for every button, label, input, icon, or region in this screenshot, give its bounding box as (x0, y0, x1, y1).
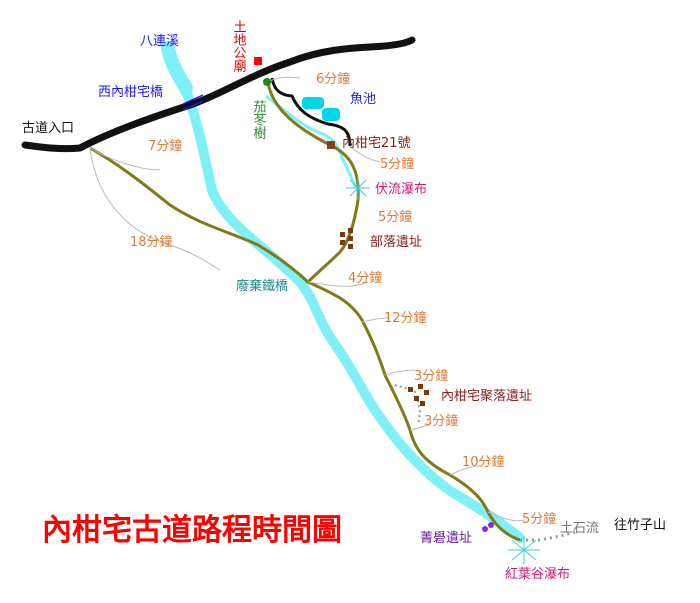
river-upper (161, 41, 193, 95)
label-house21: 內柑宅21號 (342, 136, 411, 151)
temple-marker (254, 57, 262, 65)
label-fishpond: 魚池 (350, 92, 376, 107)
label-earthflow: 土石流 (560, 521, 599, 536)
label-jingyu-ruins: 菁礐遺址 (420, 530, 472, 546)
time-label: 10分鐘 (462, 454, 505, 470)
time-label: 5分鐘 (380, 156, 414, 172)
waterfall-fuliu-icon (346, 176, 370, 200)
label-iron-bridge: 廢棄鐵橋 (236, 278, 288, 294)
house21-marker (327, 141, 335, 149)
road-spur (270, 77, 352, 147)
time-label: 3分鐘 (424, 413, 458, 429)
label-waterfall-fuliu: 伏流瀑布 (375, 182, 427, 197)
tribe-ruins-marker (340, 228, 353, 249)
time-label: 5分鐘 (522, 511, 556, 527)
time-label: 6分鐘 (316, 71, 350, 87)
label-bridge-west: 西內柑宅橋 (98, 85, 163, 100)
label-trailhead: 古道入口 (22, 121, 74, 136)
time-label: 3分鐘 (414, 368, 448, 384)
waterfall-hongye-icon (508, 536, 540, 564)
river (163, 43, 525, 543)
label-tribe-ruins: 部落遺址 (370, 235, 422, 250)
time-label: 7分鐘 (148, 138, 182, 154)
time-label: 4分鐘 (348, 270, 382, 286)
bridge-west-icon (182, 94, 204, 111)
map-title: 內柑宅古道路程時間圖 (42, 513, 342, 548)
trail-main (266, 81, 521, 542)
label-temple: 土地公廟 (231, 20, 247, 72)
jingyu-ruins-marker (482, 522, 494, 532)
time-label: 5分鐘 (378, 209, 412, 225)
label-waterfall-hongye: 紅葉谷瀑布 (505, 567, 570, 582)
label-to-zhuzishan: 往竹子山 (614, 518, 666, 533)
time-label: 18分鐘 (130, 234, 173, 250)
guide-lines (89, 76, 526, 522)
label-tree: 茄苳樹 (251, 100, 267, 139)
trail-west (89, 146, 310, 284)
road (21, 36, 416, 153)
side-path-earthflow (520, 530, 576, 542)
time-label: 12分鐘 (384, 310, 427, 326)
tree-marker (263, 78, 271, 86)
settlement-ruins-marker (408, 384, 429, 406)
fishpond-2 (322, 108, 340, 121)
label-settlement-ruins: 內柑宅聚落遺址 (441, 389, 532, 404)
fishpond-1 (302, 97, 324, 109)
label-stream: 八連溪 (140, 34, 179, 49)
